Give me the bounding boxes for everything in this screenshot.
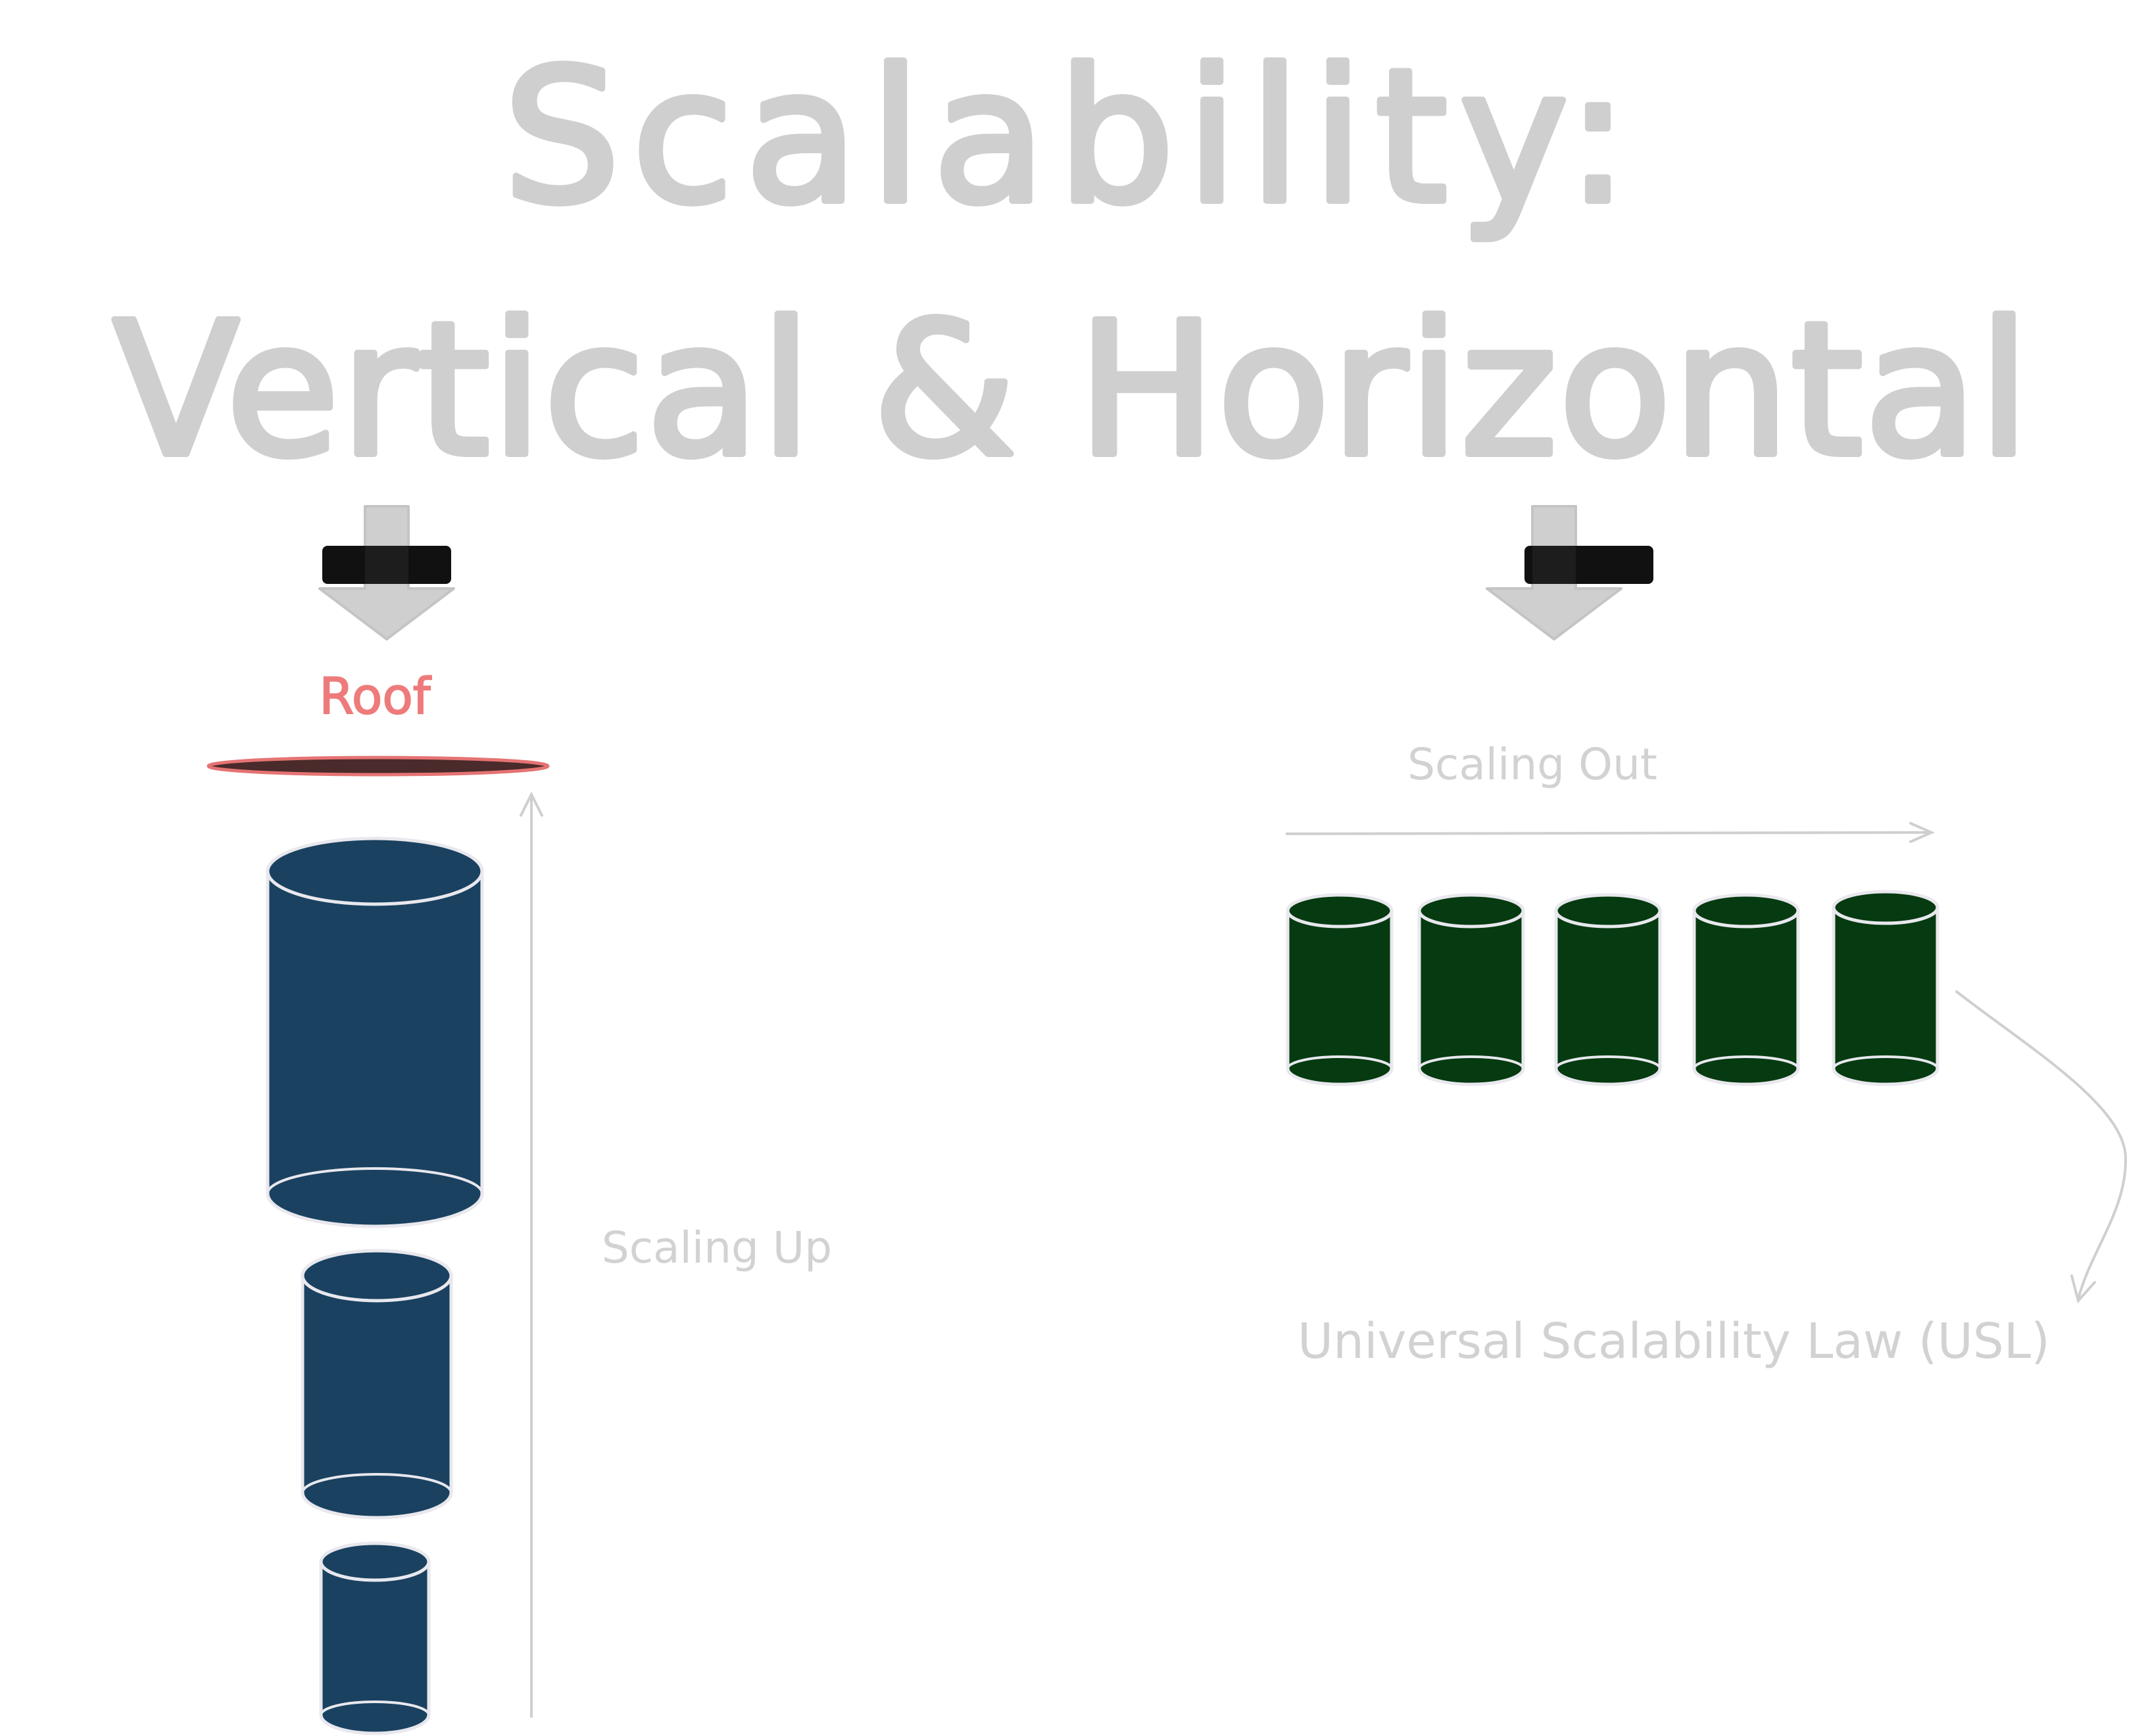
server-node-3 [1554, 893, 1662, 1086]
server-node-4 [1692, 893, 1800, 1086]
usl-curved-arrow [1955, 990, 2128, 1304]
server-large [266, 836, 484, 1228]
scaling-up-arrow [520, 791, 543, 1718]
roof-label: Roof [319, 667, 431, 725]
server-node-1 [1286, 893, 1394, 1086]
server-node-2 [1417, 893, 1525, 1086]
vertical-arrow-bar-center [365, 546, 408, 584]
scaling-out-arrow [1285, 822, 1935, 843]
horizontal-arrow-bar-center [1532, 546, 1576, 584]
horizontal-down-arrow [1486, 505, 1653, 640]
server-medium [301, 1249, 453, 1520]
title-line-1: Scalability: [503, 30, 1640, 245]
scaling-out-label: Scaling Out [1407, 739, 1657, 790]
usl-label: Universal Scalability Law (USL) [1298, 1313, 2050, 1370]
title-line-2: Vertical & Horizontal [113, 283, 2031, 498]
server-node-5 [1832, 890, 1939, 1086]
server-small [319, 1541, 431, 1735]
roof-shape [207, 756, 550, 777]
scaling-up-label: Scaling Up [602, 1222, 832, 1273]
vertical-down-arrow [318, 505, 455, 640]
